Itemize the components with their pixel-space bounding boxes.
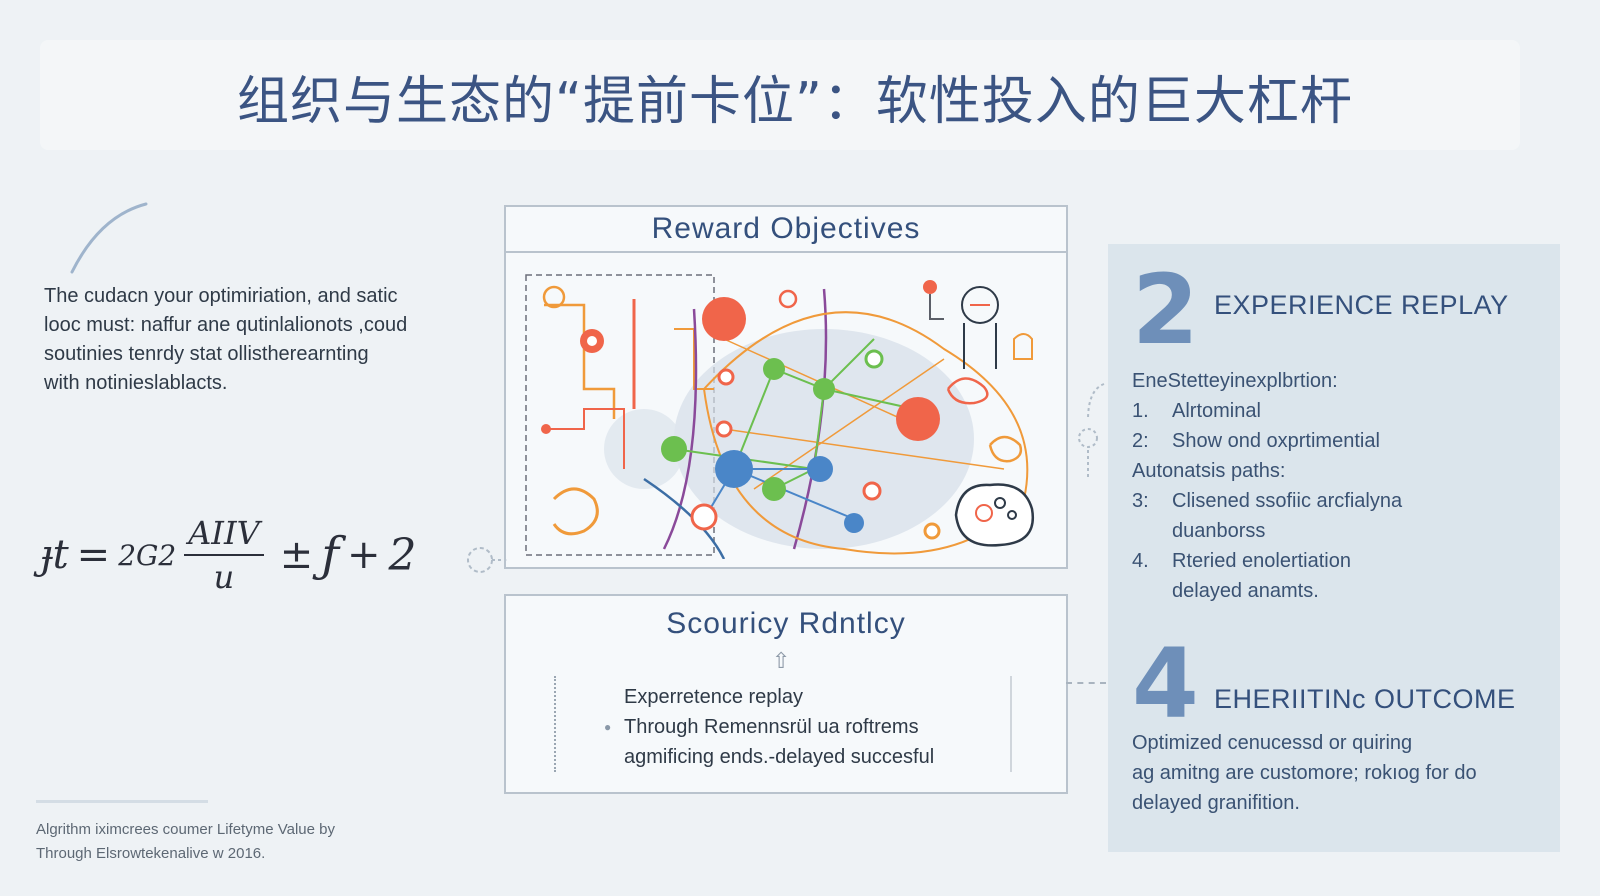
- dotted-divider: [554, 676, 556, 772]
- equation-plusminus: ±: [279, 532, 314, 578]
- list-item: 1.Alrtominal: [1132, 400, 1261, 422]
- reward-objectives-title: Reward Objectives: [506, 207, 1066, 253]
- scouricy-lines: Experretence replay ● Through Remennsrül …: [604, 682, 1044, 772]
- subheading: EneStetteyinexplbrtion:: [1132, 370, 1338, 392]
- dashed-connector: [1066, 682, 1106, 684]
- equation-coefficient: 2G2: [118, 538, 177, 572]
- title-backdrop: [40, 40, 1520, 150]
- connector-icon: [1078, 383, 1105, 480]
- list-item: 4.Rteried enolertiation: [1132, 550, 1351, 572]
- scouricy-line: Experretence replay: [624, 686, 803, 708]
- decorative-arc: [70, 202, 148, 274]
- experience-replay-body: EneStetteyinexplbrtion: 1.Alrtominal 2:S…: [1132, 366, 1552, 606]
- equation-plus: +: [346, 532, 381, 578]
- equation-fraction: AIIV u: [184, 514, 264, 596]
- equation: ɟt = 2G2 AIIV u ± ƒ + 2: [40, 505, 416, 605]
- network-diagram-illustration: [525, 274, 1035, 559]
- subheading: Autonatsis paths:: [1132, 460, 1286, 482]
- fraction-denominator: u: [213, 558, 235, 596]
- scouricy-title: Scouricy Rdntlcy: [666, 607, 906, 640]
- outcome-line: Optimized cenucessd or quiring: [1132, 732, 1413, 754]
- list-item: 2:Show ond oxprtimential: [1132, 430, 1380, 452]
- outcome-line: delayed granifition.: [1132, 792, 1300, 814]
- intro-line: soutinies tenrdy stat ollistherearnting: [44, 343, 369, 365]
- scouricy-line: Through Remennsrül ua roftrems: [624, 716, 919, 738]
- fraction-numerator: AIIV: [184, 514, 264, 556]
- list-item-continuation: duanborss: [1172, 520, 1266, 542]
- bullet-icon: ●: [604, 720, 612, 734]
- experience-replay-card: 2 EXPERIENCE REPLAY EneStetteyinexplbrti…: [1108, 244, 1560, 852]
- outcome-line: ag amitng are customore; rokıog for do: [1132, 762, 1477, 784]
- divider: [1010, 676, 1012, 772]
- link-icon: [467, 547, 508, 573]
- intro-line: The cudacn your optimiriation, and satic: [44, 285, 398, 307]
- intro-line: with notinieslablacts.: [44, 372, 228, 394]
- reward-objectives-panel: Reward Objectives: [504, 205, 1068, 569]
- step-number: 2: [1132, 254, 1199, 366]
- page-title: 组织与生态的“提前卡位”：软性投入的巨大杠杆: [237, 72, 1353, 132]
- equation-lhs: ɟt: [40, 532, 69, 578]
- footer-note: Algrithm iximcrees coumer Lifetyme Value…: [36, 818, 335, 866]
- list-item: 3:Clisened ssofiic arcfialyna: [1132, 490, 1403, 512]
- scouricy-panel: Scouricy Rdntlcy ⇧ Experretence replay ●…: [504, 594, 1068, 794]
- footer-line: Through Elsrowtekenalive w 2016.: [36, 845, 266, 862]
- outcome-body: Optimized cenucessd or quiring ag amitng…: [1132, 728, 1552, 818]
- equation-equals: =: [76, 532, 111, 578]
- step-number: 4: [1132, 628, 1199, 740]
- intro-text: The cudacn your optimiriation, and satic…: [44, 282, 474, 398]
- scouricy-line: agmificing ends.-delayed succesful: [624, 746, 935, 768]
- intro-line: looc must: naffur ane qutinlalionots ,co…: [44, 314, 408, 336]
- footer-line: Algrithm iximcrees coumer Lifetyme Value…: [36, 821, 335, 838]
- experience-replay-heading: EXPERIENCE REPLAY: [1214, 290, 1509, 320]
- arrow-up-icon: ⇧: [772, 648, 791, 673]
- list-item-continuation: delayed anamts.: [1172, 580, 1319, 602]
- outcome-heading: EHERIITINc OUTCOME: [1214, 684, 1516, 714]
- equation-constant: 2: [388, 529, 417, 581]
- footer-divider: [36, 800, 208, 803]
- equation-term: ƒ: [321, 527, 339, 583]
